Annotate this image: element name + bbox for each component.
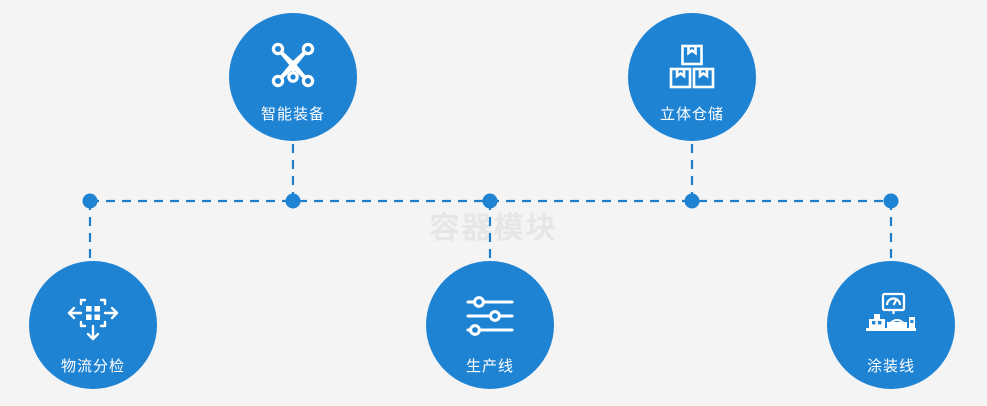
factory-monitor-icon xyxy=(866,292,916,331)
node-painting-line[interactable]: 涂装线 xyxy=(827,261,955,389)
stacked-boxes-icon xyxy=(669,44,715,89)
sorting-arrows-icon xyxy=(67,298,119,341)
watermark-text: 容器模块 xyxy=(429,211,558,246)
node-label: 涂装线 xyxy=(866,357,915,375)
sliders-icon xyxy=(466,296,514,336)
node-label: 立体仓储 xyxy=(659,105,724,123)
node-label: 生产线 xyxy=(465,357,514,375)
node-logistics-sorting[interactable]: 物流分检 xyxy=(29,261,157,389)
node-label: 物流分检 xyxy=(60,357,125,375)
node-label: 智能装备 xyxy=(260,105,325,123)
node-production-line[interactable]: 生产线 xyxy=(426,261,554,389)
node-intelligent-equipment[interactable]: 智能装备 xyxy=(229,13,357,141)
node-stereoscopic-warehouse[interactable]: 立体仓储 xyxy=(628,13,756,141)
network-nodes-icon xyxy=(271,42,315,88)
